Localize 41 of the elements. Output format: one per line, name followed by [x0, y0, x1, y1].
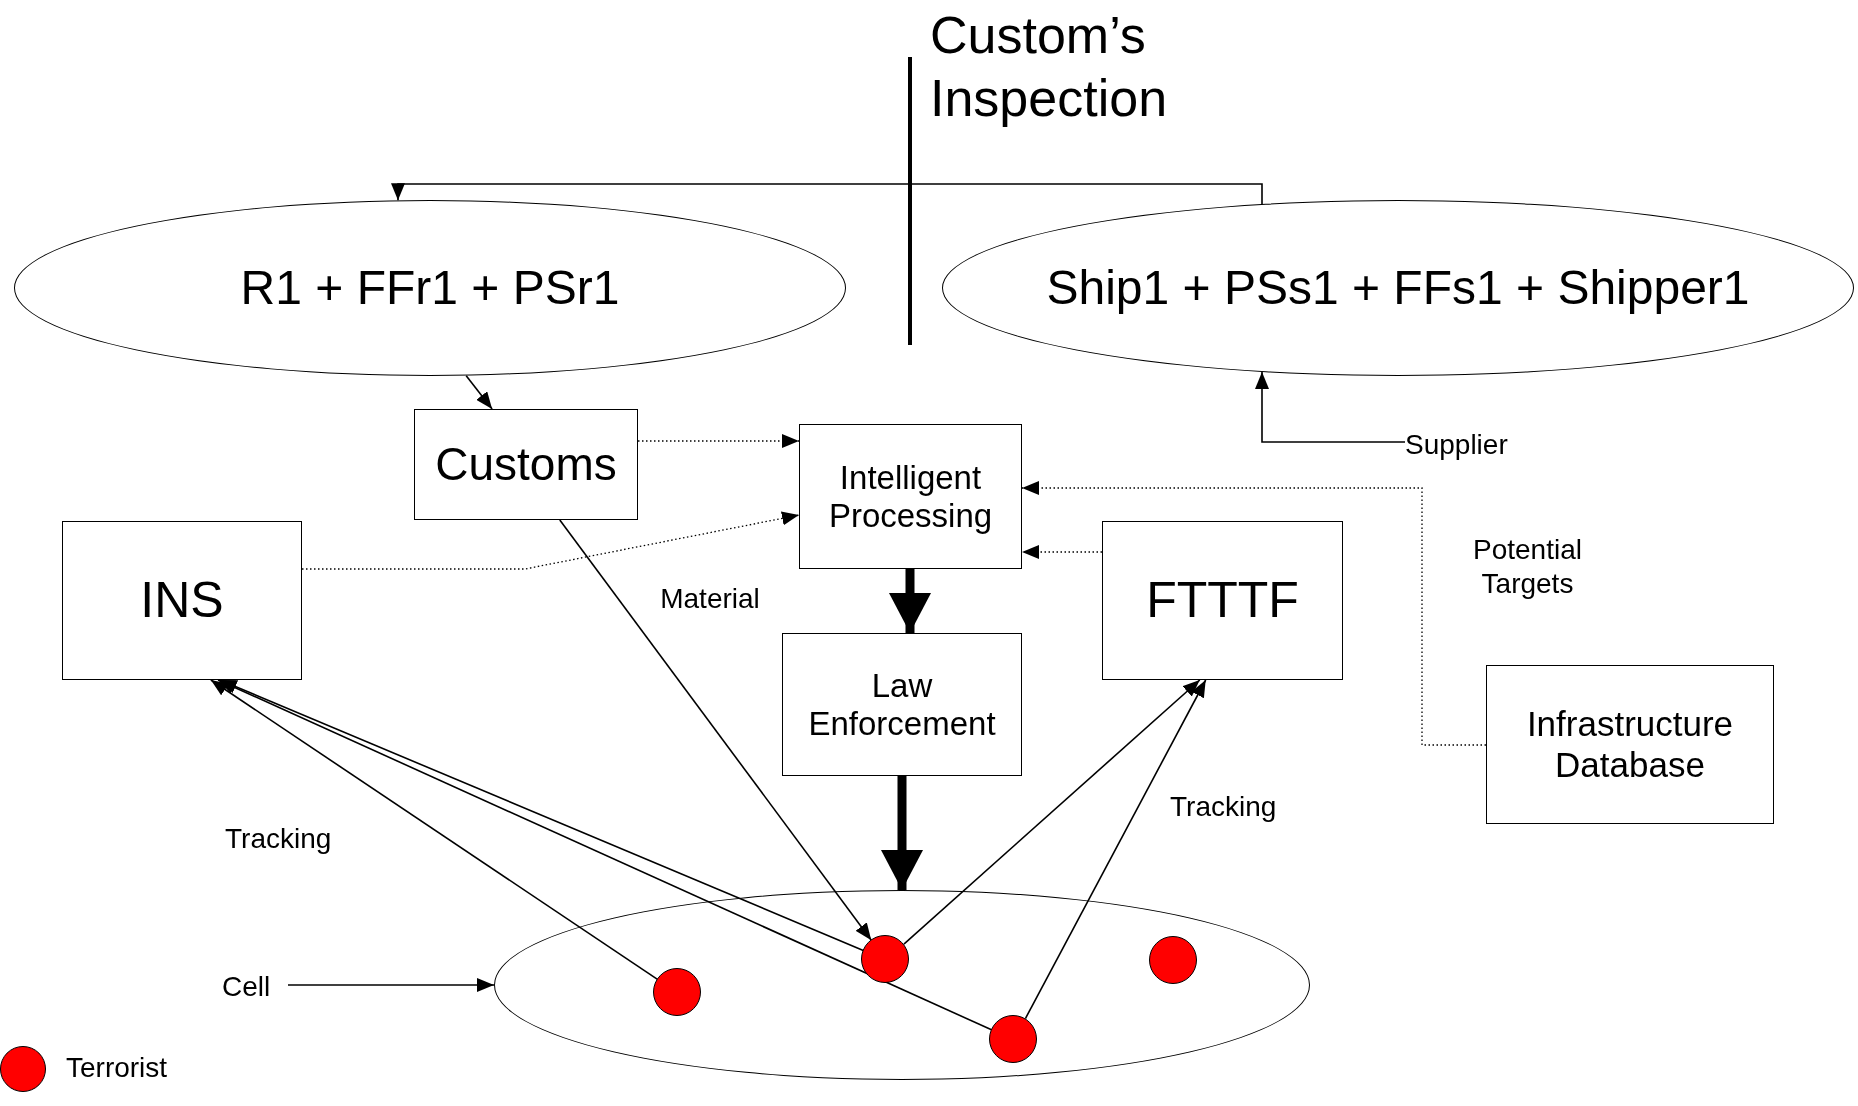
tracking-label: Tracking: [225, 822, 332, 856]
arrow: [1024, 679, 1207, 1020]
arrow: [217, 679, 993, 1031]
dotted-arrow: [1021, 545, 1103, 559]
agency-box: [62, 521, 302, 680]
node-label: Supplier: [1405, 428, 1508, 462]
agency-box: [1102, 521, 1343, 680]
arrow: [1255, 371, 1406, 443]
arrow: [465, 374, 493, 410]
tracking-label: Tracking: [1170, 790, 1277, 824]
arrow: [889, 569, 931, 633]
node-label: Cell: [222, 970, 271, 1004]
arrow: [881, 776, 923, 890]
dotted-arrow: [301, 511, 800, 570]
node-text: R1 + FFr1 + PSr1: [240, 260, 620, 316]
terrorist-marker: [1149, 936, 1197, 984]
node-text: Infrastructure Database: [1525, 704, 1735, 785]
edge-label: Material: [659, 582, 761, 616]
node-text: Law Enforcement: [807, 666, 997, 743]
dotted-arrow: [637, 434, 800, 448]
node-text: Ship1 + PSs1 + FFs1 + Shipper1: [1046, 260, 1750, 316]
node-text: Intelligent Processing: [827, 458, 994, 535]
arrow: [391, 183, 1263, 205]
terrorist-marker: [653, 968, 701, 1016]
process-box: [799, 424, 1022, 569]
process-box: [782, 633, 1022, 776]
node-text: Customs: [435, 438, 617, 491]
arrow: [210, 679, 659, 981]
edge-label: Potential Targets: [1472, 533, 1583, 601]
arrow: [559, 519, 873, 941]
terrorist-marker: [861, 935, 909, 983]
arrow: [287, 978, 495, 992]
legend-text: Terrorist: [66, 1051, 168, 1085]
process-box: [414, 409, 638, 520]
terrorist-marker: [989, 1015, 1037, 1063]
node-text: FTTTF: [1146, 571, 1299, 630]
database-box: [1486, 665, 1774, 824]
heading-text: Custom’s Inspection: [930, 5, 1169, 130]
node-text: INS: [140, 571, 224, 630]
arrow: [903, 679, 1201, 945]
dotted-arrow: [1021, 481, 1487, 746]
